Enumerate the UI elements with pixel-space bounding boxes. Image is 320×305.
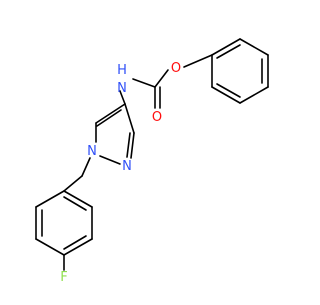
fluorophenyl-ring (35, 190, 93, 256)
bond (35, 238, 65, 256)
atom-label-oxygen-ether: O (171, 61, 181, 76)
bond (211, 86, 241, 104)
bond (81, 157, 91, 177)
bond (124, 103, 135, 134)
bond (239, 86, 269, 104)
double-bond (130, 132, 135, 159)
pyrazole-ring (95, 103, 135, 165)
double-bond (96, 109, 122, 127)
atom-label-nitrogen-ring-1: N (87, 144, 97, 159)
bond (132, 78, 156, 88)
bond (154, 69, 169, 88)
bond (239, 38, 269, 56)
bond (183, 54, 213, 68)
atom-label-fluorine: F (60, 270, 67, 285)
bond (35, 190, 65, 208)
double-bond (216, 44, 241, 59)
phenyl-ring (211, 38, 269, 104)
bond (211, 38, 241, 56)
atom-label-oxygen-carbonyl: O (152, 110, 162, 125)
double-bond (126, 132, 131, 158)
double-bond (63, 235, 87, 250)
double-bond (216, 83, 241, 98)
bond (119, 90, 126, 105)
atom-label-nitrogen-amide: N (117, 81, 127, 96)
double-bond (63, 196, 87, 211)
bond (63, 190, 93, 208)
bond (99, 155, 121, 165)
bond (63, 238, 93, 256)
bond (95, 103, 126, 124)
bond (63, 175, 83, 192)
atom-label-nitrogen-ring-2: N (122, 159, 132, 174)
molecule-diagram: O O H N N N F (35, 38, 269, 285)
atom-label-hydrogen-amide: H (117, 63, 127, 78)
structure-svg: O O H N N N F (35, 38, 269, 285)
